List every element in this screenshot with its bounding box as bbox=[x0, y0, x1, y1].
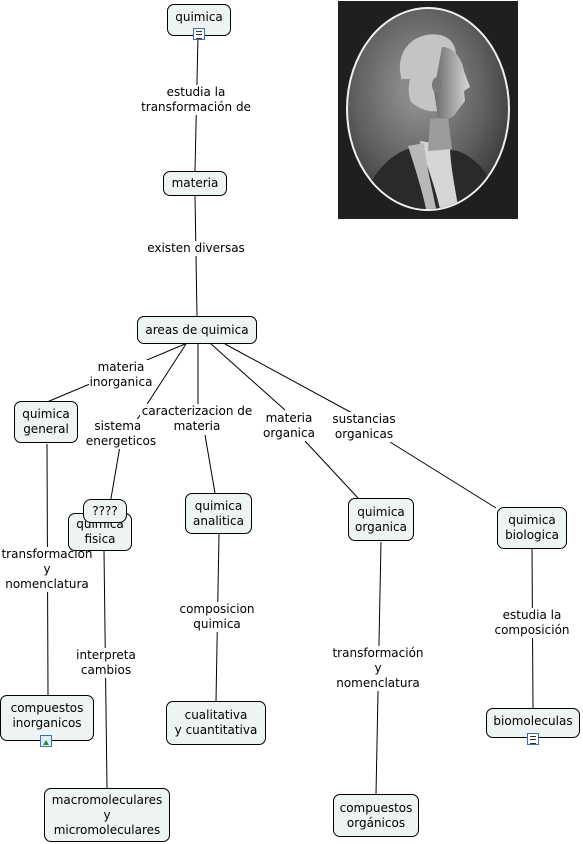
concept-cualitativa-cuantitativa[interactable]: cualitativa y cuantitativa bbox=[166, 701, 266, 745]
link-label-composicion-quimica: composicion quimica bbox=[176, 602, 258, 632]
link-label-materia-inorganica: materia inorganica bbox=[89, 360, 153, 390]
image-icon[interactable] bbox=[40, 735, 52, 747]
concept-quimica-general[interactable]: quimica general bbox=[14, 401, 78, 443]
concept-materia[interactable]: materia bbox=[163, 171, 227, 196]
link-label-existen-diversas: existen diversas bbox=[145, 241, 247, 256]
link-label-materia-organica: materia organica bbox=[261, 411, 317, 441]
portrait-image bbox=[338, 1, 518, 219]
concept-quimica-organica[interactable]: quimica organica bbox=[348, 498, 414, 541]
concept-question-marks[interactable]: ???? bbox=[83, 499, 127, 523]
link-label-interpreta-cambios: interpreta cambios bbox=[74, 648, 138, 678]
concept-compuestos-organicos[interactable]: compuestos orgánicos bbox=[333, 794, 419, 837]
concept-quimica-biologica[interactable]: quimica biologica bbox=[497, 507, 567, 549]
concept-macromoleculares[interactable]: macromoleculares y micromoleculares bbox=[44, 788, 170, 842]
document-icon[interactable] bbox=[193, 28, 205, 40]
link-label-transformacion-nomenclatura-organica: transformación y nomenclatura bbox=[330, 646, 426, 691]
concept-areas-de-quimica[interactable]: areas de quimica bbox=[137, 316, 257, 344]
link-label-sustancias-organicas: sustancias organicas bbox=[330, 412, 398, 442]
link-label-caracterizacion: caracterizacion de materia bbox=[140, 404, 254, 434]
link-label-estudia-composicion: estudia la composición bbox=[492, 608, 572, 638]
concept-quimica-analitica[interactable]: quimica analitica bbox=[185, 493, 252, 534]
concept-compuestos-inorganicos[interactable]: compuestos inorganicos bbox=[0, 695, 94, 741]
document-icon[interactable] bbox=[527, 733, 539, 745]
link-label-estudia-transformacion: estudia la transformación de bbox=[140, 85, 252, 115]
link-label-transformacion-nomenclatura: transformacion y nomenclatura bbox=[0, 547, 94, 592]
